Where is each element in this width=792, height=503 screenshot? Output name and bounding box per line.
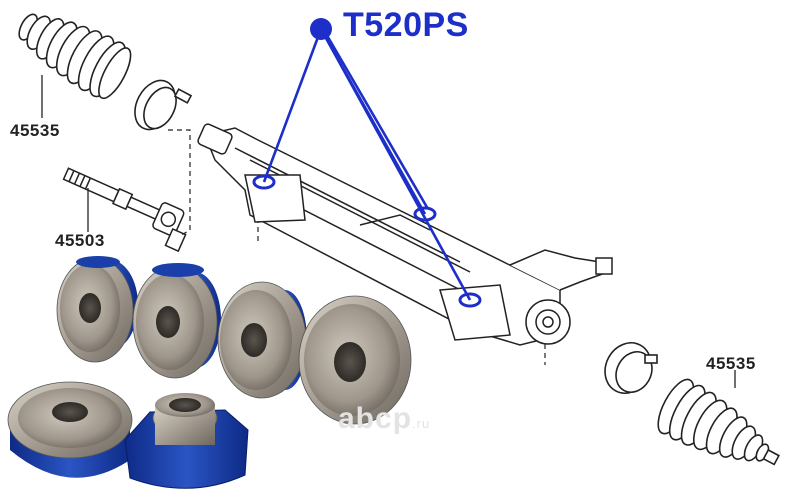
bushing-photo-6 (124, 393, 249, 489)
bushing-photo-1 (56, 256, 138, 363)
callout-lines (262, 28, 472, 301)
boot-left-drawing (18, 13, 132, 100)
watermark-brand: abcp (338, 402, 413, 435)
tie-rod-end-drawing (62, 167, 187, 253)
bushing-photo-2 (132, 263, 221, 379)
part-code-label: T520PS (343, 6, 469, 44)
bushing-photo-4 (298, 295, 412, 425)
boot-right-drawing (657, 378, 780, 466)
bushing-photo-3 (217, 281, 307, 399)
boot-left-part-number: 45535 (10, 121, 60, 140)
boot-right-part-number: 45535 (706, 354, 756, 373)
clamp-left-drawing (134, 79, 193, 131)
callout-dot (310, 18, 332, 40)
bushing-photo-5 (7, 381, 133, 478)
watermark-tld: .ru (412, 416, 431, 431)
tie-rod-end-part-number: 45503 (55, 231, 105, 250)
clamp-right-drawing (604, 342, 658, 394)
watermark: abcp.ru (338, 402, 430, 436)
steering-rack-housing (197, 123, 613, 346)
